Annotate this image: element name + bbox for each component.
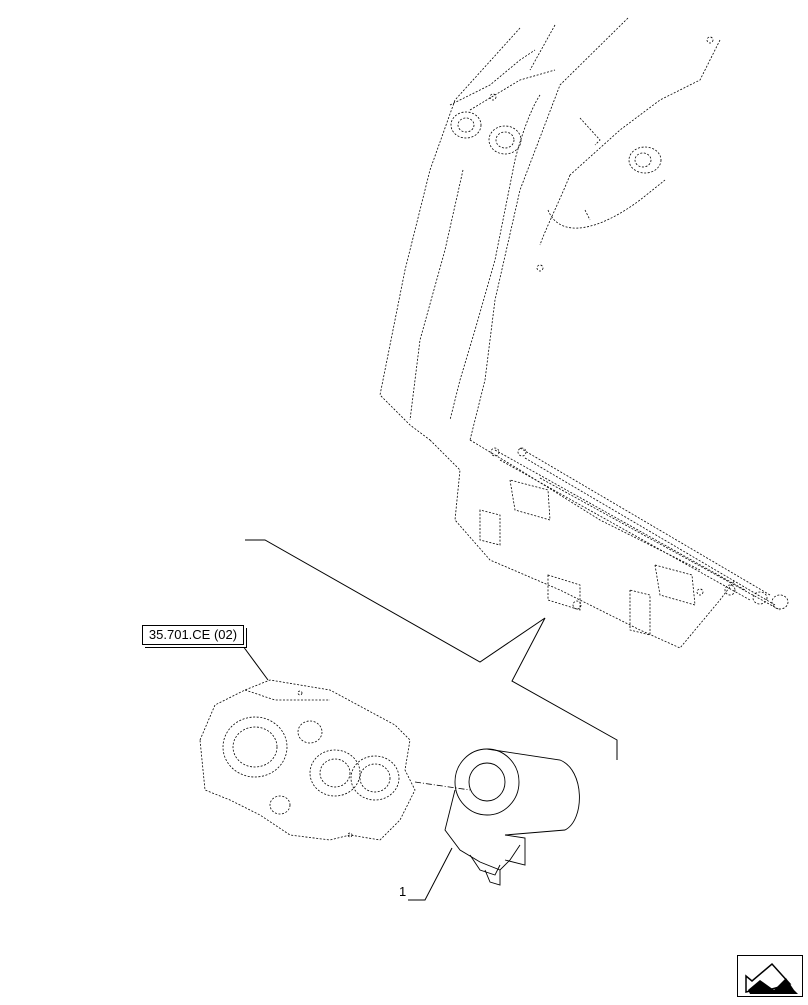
arrow-icon [745,962,798,994]
detail-lines [239,539,618,901]
callout-number: 1 [399,884,407,899]
assembly-axis [414,781,471,791]
loader-arm-assembly [379,17,789,649]
reference-label: 35.701.CE (02) [148,627,238,642]
nav-arrow-button[interactable] [737,955,803,997]
solenoid-coil [444,748,580,886]
reference-label-box[interactable]: 35.701.CE (02) [142,625,244,645]
valve-block [199,679,416,841]
